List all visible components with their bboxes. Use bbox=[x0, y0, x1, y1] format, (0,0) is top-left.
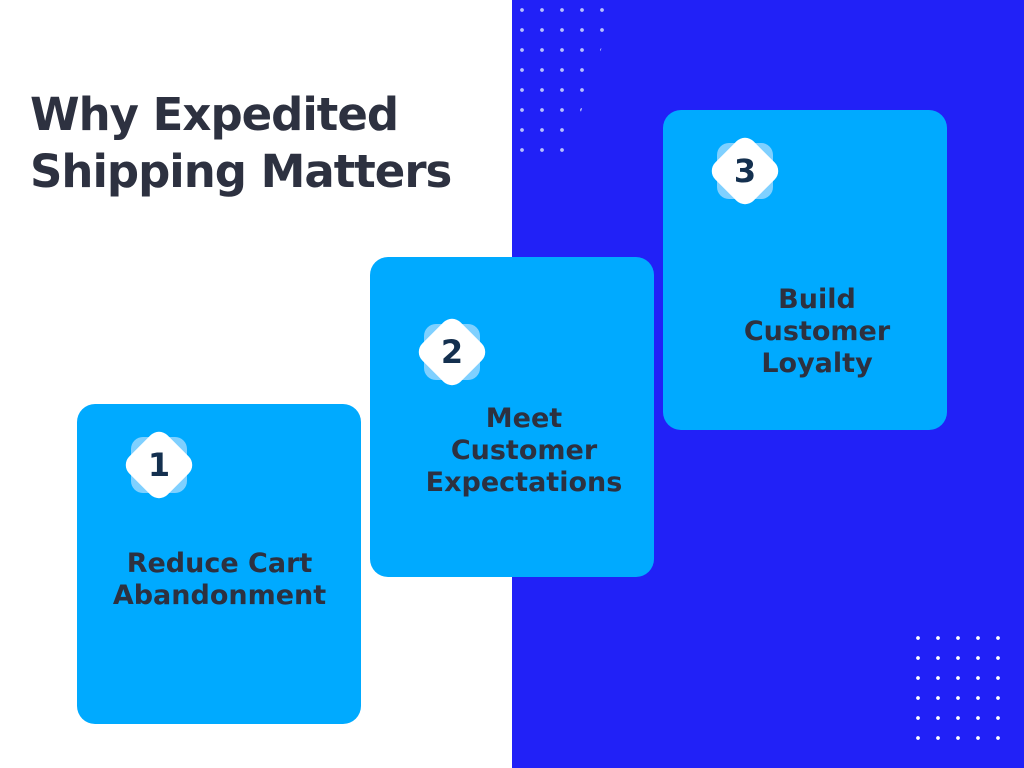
step-card-2: 2 Meet Customer Expectations bbox=[370, 257, 654, 577]
step-badge-3: 3 bbox=[703, 129, 787, 213]
step-badge-1: 1 bbox=[117, 423, 201, 507]
step-label: Build Customer Loyalty bbox=[743, 284, 891, 379]
step-number: 2 bbox=[440, 333, 464, 371]
step-number: 1 bbox=[147, 446, 171, 484]
step-number: 3 bbox=[733, 152, 757, 190]
page-title: Why Expedited Shipping Matters bbox=[30, 88, 452, 198]
step-card-3: 3 Build Customer Loyalty bbox=[663, 110, 947, 430]
dot-pattern-bottom-right bbox=[908, 628, 1008, 748]
step-label: Reduce Cart Abandonment bbox=[112, 548, 327, 611]
step-badge-2: 2 bbox=[410, 310, 494, 394]
step-label: Meet Customer Expectations bbox=[425, 403, 623, 498]
step-card-1: 1 Reduce Cart Abandonment bbox=[77, 404, 361, 724]
